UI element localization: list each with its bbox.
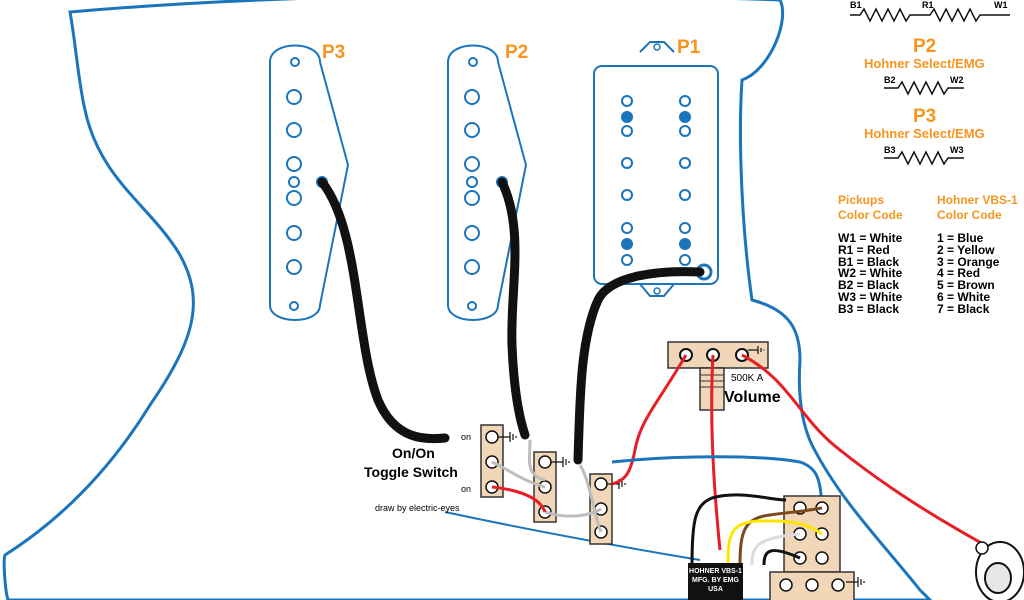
resistor-r3-left: B3 <box>884 145 896 155</box>
resistor-r2-right: W2 <box>950 75 964 85</box>
resistor-r2-subtitle: Hohner Select/EMG <box>864 56 985 71</box>
pickguard-outline <box>2 0 933 600</box>
volume-value: 500K A <box>731 373 764 384</box>
toggle-on-bottom: on <box>461 484 472 494</box>
ground-icon <box>748 346 765 354</box>
resistor-r2-left: B2 <box>884 75 896 85</box>
cable-p2 <box>497 177 530 440</box>
wire-white <box>750 532 801 566</box>
wire-red <box>611 354 688 486</box>
pickups-legend-title: Pickups Color Code <box>838 193 903 222</box>
cable-p3 <box>317 177 450 444</box>
pickups-legend-list: W1 = White R1 = Red B1 = Black W2 = Whit… <box>838 231 903 316</box>
wire-black <box>762 549 801 566</box>
wire-gray <box>527 439 546 482</box>
volume-label: Volume <box>724 389 781 406</box>
wire-red <box>741 353 986 547</box>
resistor-r3 <box>884 150 964 166</box>
toggle-subtitle: Toggle Switch <box>364 464 458 480</box>
toggle-on-top: on <box>461 432 472 442</box>
resistor-r1-right: W1 <box>994 0 1008 10</box>
resistor-r1-left: B1 <box>850 0 862 10</box>
toggle-title: On/On <box>392 445 435 461</box>
wire-gray <box>544 507 602 518</box>
resistor-r2-title: P2 <box>913 36 937 57</box>
cable-p1 <box>573 267 705 465</box>
wire-red <box>491 485 547 513</box>
resistor-r1 <box>850 7 1010 23</box>
resistor-r3-subtitle: Hohner Select/EMG <box>864 126 985 141</box>
switch-board-1 <box>480 424 504 498</box>
wire-black <box>690 493 787 566</box>
resistor-r3-right: W3 <box>950 145 964 155</box>
pickup-p2-label: P2 <box>505 42 529 63</box>
resistor-r1-mid: R1 <box>922 0 934 10</box>
pickup-p1-label: P1 <box>677 37 701 58</box>
wire-blue <box>611 455 824 506</box>
vbs-legend-list: 1 = Blue 2 = Yellow 3 = Orange 4 = Red 5… <box>937 231 1000 316</box>
wire-brown <box>738 506 823 566</box>
wire-red <box>710 354 722 551</box>
vbs-board-bottom <box>769 571 865 600</box>
wire-gray <box>578 464 603 533</box>
pickup-p3 <box>269 44 350 321</box>
vbs-legend-title: Hohner VBS-1 Color Code <box>937 193 1018 222</box>
pickguard-inner-line <box>444 511 701 561</box>
credit-text: draw by electric-eyes <box>375 503 460 513</box>
vbs-module-label: HOHNER VBS-1 MFG. BY EMG USA <box>689 568 742 593</box>
vbs-module <box>688 563 743 600</box>
output-jack <box>975 541 1024 600</box>
wire-yellow <box>726 519 823 566</box>
pickup-p3-label: P3 <box>322 42 346 63</box>
ground-icon <box>846 577 865 587</box>
wire-gray <box>491 460 546 489</box>
resistor-r2 <box>884 80 964 96</box>
pickup-p1 <box>593 41 719 297</box>
resistor-r3-title: P3 <box>913 106 937 127</box>
